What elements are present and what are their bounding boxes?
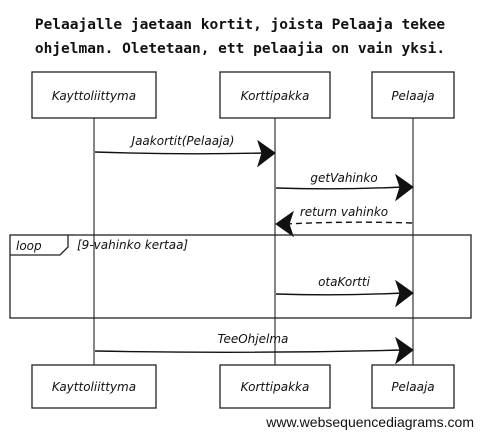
arrowhead xyxy=(275,210,294,238)
participant-label-bottom-korttipakka: Korttipakka xyxy=(241,380,310,394)
arrowhead xyxy=(395,279,414,308)
message-otakortti: otaKortti xyxy=(275,275,414,308)
message-label-return-vahinko: return vahinko xyxy=(300,205,388,219)
watermark: www.websequencediagrams.com xyxy=(266,414,474,430)
message-label-otakortti: otaKortti xyxy=(318,275,371,289)
arrowhead xyxy=(395,173,414,202)
participant-box-top-pelaaja: Pelaaja xyxy=(371,71,455,119)
participant-label-top-korttipakka: Korttipakka xyxy=(241,89,310,103)
participant-box-bottom-korttipakka: Korttipakka xyxy=(219,364,331,409)
message-label-jaakortit: Jaakortit(Pelaaja) xyxy=(130,134,235,148)
loop-keyword: loop xyxy=(16,239,42,253)
message-label-getvahinko: getVahinko xyxy=(310,171,377,185)
arrowhead xyxy=(257,139,276,168)
diagram-title-line-2: ohjelman. Oletetaan, ett pelaajia on vai… xyxy=(35,41,445,57)
message-teeohjelma: TeeOhjelma xyxy=(94,332,414,365)
participant-label-bottom-kayttoliittyma: Kayttoliittyma xyxy=(52,380,136,394)
loop-tab xyxy=(10,235,69,256)
participant-label-bottom-pelaaja: Pelaaja xyxy=(391,380,434,394)
message-jaakortit: Jaakortit(Pelaaja) xyxy=(94,134,276,168)
loop-frame: loop [9-vahinko kertaa] xyxy=(9,234,472,319)
participant-box-bottom-pelaaja: Pelaaja xyxy=(371,364,455,409)
participant-label-top-pelaaja: Pelaaja xyxy=(391,89,434,103)
arrowhead xyxy=(395,336,414,365)
message-getvahinko: getVahinko xyxy=(275,171,414,202)
participant-box-top-korttipakka: Korttipakka xyxy=(219,71,331,119)
message-return-vahinko: return vahinko xyxy=(275,205,413,238)
participant-box-top-kayttoliittyma: Kayttoliittyma xyxy=(31,71,157,119)
participant-box-bottom-kayttoliittyma: Kayttoliittyma xyxy=(31,364,157,409)
participant-label-top-kayttoliittyma: Kayttoliittyma xyxy=(52,89,136,103)
loop-condition: [9-vahinko kertaa] xyxy=(77,238,188,252)
message-label-teeohjelma: TeeOhjelma xyxy=(218,332,289,346)
diagram-title-line-1: Pelaajalle jaetaan kortit, joista Pelaaj… xyxy=(35,17,446,33)
